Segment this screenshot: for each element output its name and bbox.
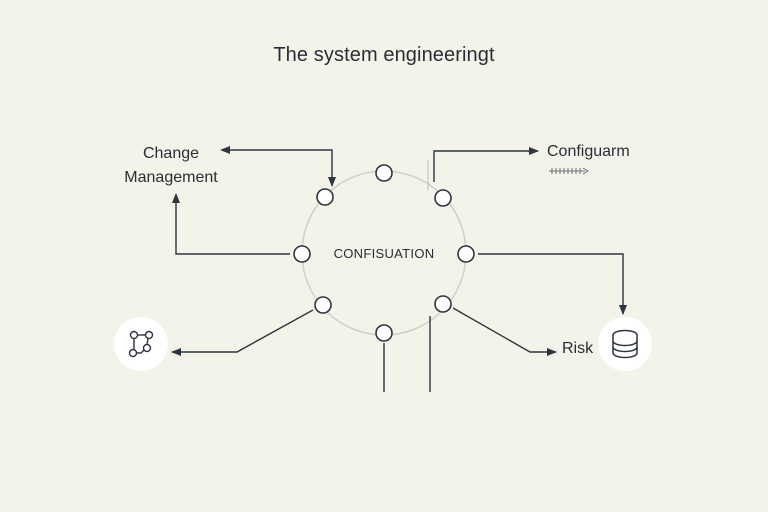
ring-node-top-right[interactable] [434,189,452,207]
connector-ring-to-risk [452,307,557,356]
center-label: CONFISUATION [333,246,435,261]
ruler-mark-icon [549,167,589,175]
ring-node-bottom[interactable] [375,324,393,342]
connector-ring-to-share [171,309,314,356]
ring-node-left[interactable] [293,245,311,263]
database-icon[interactable] [598,317,652,371]
connectors [171,147,627,392]
change-management-line-1: Change [142,145,200,162]
diagram-title: The system engineeringt [273,44,495,66]
ring-node-bottom-right[interactable] [434,295,452,313]
connector-change-to-ring [222,149,336,187]
ring-node-right[interactable] [457,245,475,263]
share-nodes-icon[interactable] [114,317,168,371]
connector-ring-to-database [478,253,627,315]
change-management-line-2: Management [124,169,218,186]
ring-node-bottom-left[interactable] [314,296,332,314]
ring-node-top[interactable] [375,164,393,182]
configuration-label: Configuarm [547,143,630,160]
risk-label: Risk [562,340,594,357]
ring-node-top-left[interactable] [316,188,334,206]
connector-ring-to-change [172,193,290,255]
arrow-change-left-icon [220,146,230,154]
change-management-label: Change Management [118,142,224,190]
connector-ring-to-config [433,147,539,182]
